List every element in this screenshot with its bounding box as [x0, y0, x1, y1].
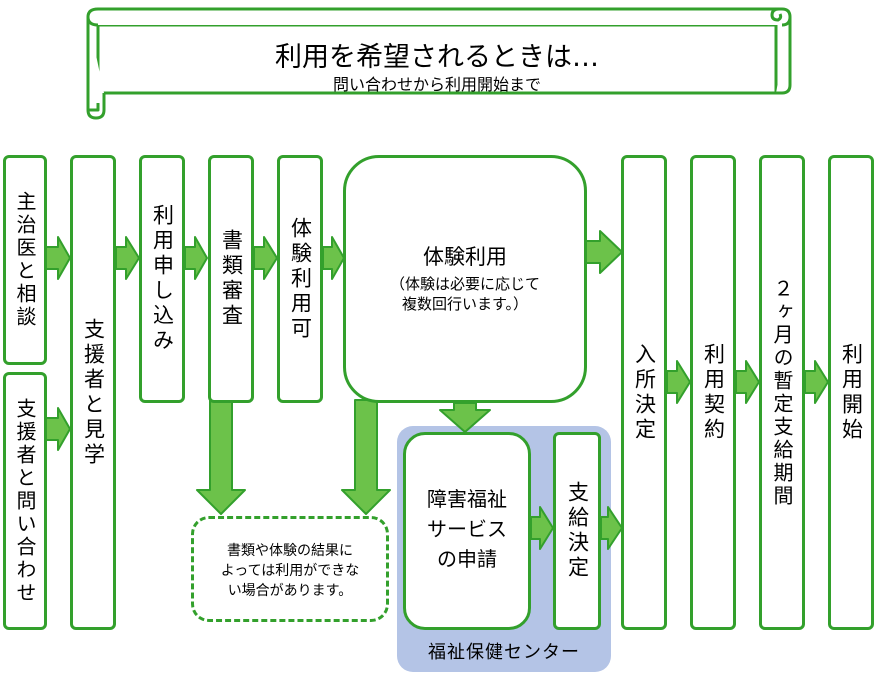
arrow-ask-to-tour — [45, 407, 71, 451]
step-tour-label: 支援者と見学 — [81, 317, 106, 468]
result-note-line1: 書類や体験の結果に — [227, 543, 353, 559]
arrow-welfare-to-payment — [530, 506, 554, 550]
step-payment-decision: 支給決定 — [553, 432, 601, 630]
step-welfare-apply-line3: の申請 — [437, 547, 497, 571]
step-start: 利用開始 — [828, 155, 874, 630]
step-payment-decision-label: 支給決定 — [565, 481, 590, 581]
result-note-box: 書類や体験の結果に よっては利用ができな い場合があります。 — [191, 516, 389, 622]
step-consult-doctor-label: 主治医と相談 — [13, 191, 37, 329]
step-welfare-apply: 障害福祉 サービス の申請 — [403, 432, 531, 630]
step-admission: 入所決定 — [621, 155, 667, 630]
banner-title: 利用を希望されるときは… — [275, 42, 599, 73]
step-tour: 支援者と見学 — [70, 155, 116, 630]
arrow-trialok-to-trial — [322, 236, 345, 280]
step-admission-label: 入所決定 — [632, 342, 657, 443]
step-ask-supporter-label: 支援者と問い合わせ — [13, 397, 37, 605]
arrow-application-to-review — [184, 236, 208, 280]
arrow-consult-to-tour — [45, 236, 71, 280]
step-trial-note-1: （体験は必要に応じて — [389, 275, 540, 293]
step-welfare-apply-line2: サービス — [427, 517, 507, 541]
step-application: 利用申し込み — [139, 155, 185, 403]
arrow-tour-to-application — [115, 236, 140, 280]
arrow-contract-to-provisional — [735, 360, 760, 404]
step-ask-supporter: 支援者と問い合わせ — [3, 372, 47, 630]
step-welfare-apply-line1: 障害福祉 — [427, 487, 507, 511]
step-document-review-label: 書類審査 — [219, 229, 244, 329]
arrow-provisional-to-start — [804, 360, 829, 404]
step-provisional-label: ２ヶ月の暫定支給期間 — [770, 277, 794, 508]
step-start-label: 利用開始 — [839, 342, 864, 443]
step-contract: 利用契約 — [690, 155, 736, 630]
step-contract-label: 利用契約 — [701, 342, 726, 443]
step-trial-ok-label: 体験利用可 — [288, 216, 313, 342]
step-provisional: ２ヶ月の暫定支給期間 — [759, 155, 805, 630]
arrow-trial-down-left — [341, 399, 391, 515]
banner-subtitle: 問い合わせから利用開始まで — [332, 75, 541, 94]
welfare-center-label: 福祉保健センター — [428, 642, 580, 663]
step-trial: 体験利用 （体験は必要に応じて 複数回行います。） — [343, 155, 587, 403]
step-trial-ok: 体験利用可 — [277, 155, 323, 403]
arrow-admission-to-contract — [666, 360, 691, 404]
arrow-payment-to-admission — [600, 506, 623, 550]
result-note-line3: い場合があります。 — [227, 583, 353, 599]
step-trial-note-2: 複数回行います。） — [401, 295, 528, 313]
arrow-review-down — [196, 399, 246, 515]
step-trial-title: 体験利用 — [423, 245, 507, 269]
step-consult-doctor: 主治医と相談 — [3, 155, 47, 365]
arrow-trial-down-welfare — [439, 402, 491, 433]
result-note-line2: よっては利用ができな — [220, 563, 360, 579]
arrow-trial-to-admission — [585, 230, 623, 274]
arrow-review-to-trialok — [253, 236, 278, 280]
step-document-review: 書類審査 — [208, 155, 254, 403]
step-application-label: 利用申し込み — [150, 204, 175, 354]
